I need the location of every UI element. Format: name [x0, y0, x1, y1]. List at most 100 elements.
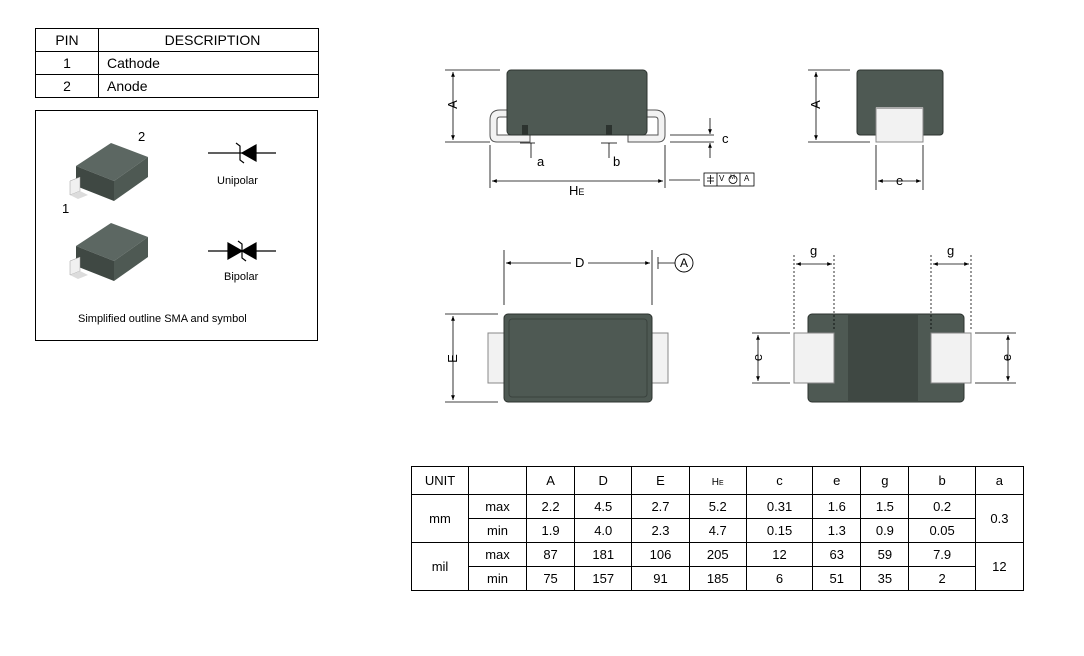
value-cell: 2.2 — [525, 494, 576, 519]
side-view-drawing — [445, 69, 755, 188]
dim-label-he: HE — [569, 183, 584, 198]
description-header: DESCRIPTION — [98, 28, 319, 52]
dim-label-D: D — [571, 255, 589, 270]
symbol-caption: Simplified outline SMA and symbol — [78, 313, 247, 325]
value-cell: 12 — [745, 542, 814, 567]
table-row: mil max 87 181 106 205 12 63 59 7.9 12 — [411, 542, 1025, 591]
end-view-drawing — [808, 69, 944, 190]
value-cell: 87 — [525, 542, 576, 567]
pin-2-label: 2 — [138, 129, 146, 144]
dim-label-e-right: e — [999, 353, 1015, 362]
value-cell: 205 — [688, 542, 747, 567]
col-header-g: g — [860, 466, 910, 495]
dimension-table-header: UNIT A D E HE c e g b a — [411, 466, 1025, 495]
a-value-cell: 0.3 — [974, 494, 1025, 543]
sma-package-3d-icon — [69, 223, 148, 281]
col-header-E: E — [631, 466, 690, 495]
bipolar-label: Bipolar — [224, 271, 259, 283]
limit-cell: max — [468, 542, 527, 567]
value-cell: 1.9 — [525, 518, 576, 543]
value-cell: 6 — [745, 566, 814, 591]
pin-table: PIN DESCRIPTION 1 Cathode 2 Anode — [35, 28, 319, 98]
dimension-table: UNIT A D E HE c e g b a mm max 2.2 4.5 2… — [411, 466, 1025, 591]
table-row: min 1.9 4.0 2.3 4.7 0.15 1.3 0.9 0.05 — [412, 518, 1024, 543]
value-cell: 1.6 — [812, 494, 862, 519]
col-header-e: e — [812, 466, 862, 495]
col-header-limit — [468, 466, 527, 495]
dim-label-g-right: g — [947, 243, 955, 258]
value-cell: 51 — [812, 566, 862, 591]
value-cell: 181 — [574, 542, 633, 567]
he-sub: E — [578, 187, 585, 197]
value-cell: 0.31 — [745, 494, 814, 519]
pin-1-label: 1 — [62, 201, 70, 216]
value-cell: 185 — [688, 566, 747, 591]
top-view-drawing — [445, 250, 694, 403]
value-cell: 2 — [908, 566, 976, 591]
value-cell: 0.2 — [908, 494, 976, 519]
dim-label-g-left: g — [810, 243, 818, 258]
table-row: 1 Cathode — [35, 51, 319, 75]
symbol-box: 2 1 Unipolar Bipolar Simplified outline … — [35, 110, 318, 341]
pin-description: Cathode — [98, 51, 319, 75]
table-row: 2 Anode — [35, 74, 319, 98]
a-value-cell: 12 — [974, 542, 1025, 591]
value-cell: 91 — [631, 566, 690, 591]
dim-label-a: a — [537, 154, 545, 169]
value-cell: 59 — [860, 542, 910, 567]
pin-table-header: PIN DESCRIPTION — [35, 28, 319, 52]
value-cell: 2.7 — [631, 494, 690, 519]
col-header-c: c — [745, 466, 814, 495]
limit-cell: min — [468, 566, 527, 591]
tolerance-v: V — [719, 174, 725, 183]
table-row: mm max 2.2 4.5 2.7 5.2 0.31 1.6 1.5 0.2 … — [411, 494, 1025, 543]
bipolar-diode-symbol-icon — [208, 240, 276, 262]
datum-A-label: A — [680, 256, 689, 270]
limit-cell: max — [468, 494, 527, 519]
tolerance-m: M — [730, 175, 735, 181]
dim-label-A-end: A — [807, 100, 823, 109]
value-cell: 7.9 — [908, 542, 976, 567]
dim-label-e-left: e — [750, 353, 766, 362]
dim-label-E: E — [444, 354, 460, 363]
value-cell: 75 — [525, 566, 576, 591]
unit-cell: mm — [411, 494, 469, 543]
tolerance-a: A — [744, 174, 750, 183]
value-cell: 5.2 — [688, 494, 747, 519]
value-cell: 157 — [574, 566, 633, 591]
he-main: H — [569, 183, 579, 198]
value-cell: 2.3 — [631, 518, 690, 543]
dim-label-b: b — [613, 154, 621, 169]
value-cell: 0.15 — [745, 518, 814, 543]
dim-label-c: c — [722, 131, 729, 146]
value-cell: 0.9 — [860, 518, 910, 543]
bottom-view-drawing — [752, 255, 1016, 403]
col-header-D: D — [574, 466, 633, 495]
value-cell: 63 — [812, 542, 862, 567]
package-symbols-illustration — [69, 142, 276, 281]
sma-package-3d-icon — [69, 143, 148, 201]
pin-description: Anode — [98, 74, 319, 98]
col-header-A: A — [525, 466, 576, 495]
col-header-unit: UNIT — [411, 466, 469, 495]
value-cell: 1.3 — [812, 518, 862, 543]
package-outline-drawings — [445, 69, 1016, 403]
limit-cell: min — [468, 518, 527, 543]
unipolar-label: Unipolar — [217, 175, 258, 187]
dim-label-A-side: A — [444, 100, 460, 109]
table-row: min 75 157 91 185 6 51 35 2 — [412, 566, 1024, 591]
col-header-b: b — [908, 466, 976, 495]
value-cell: 4.7 — [688, 518, 747, 543]
value-cell: 35 — [860, 566, 910, 591]
value-cell: 4.0 — [574, 518, 633, 543]
value-cell: 106 — [631, 542, 690, 567]
value-cell: 0.05 — [908, 518, 976, 543]
unit-cell: mil — [411, 542, 469, 591]
col-header-HE: HE — [688, 466, 747, 495]
dim-label-e-end: e — [896, 173, 904, 188]
value-cell: 4.5 — [574, 494, 633, 519]
value-cell: 1.5 — [860, 494, 910, 519]
col-header-a: a — [974, 466, 1025, 495]
he-main: H — [711, 477, 720, 488]
unipolar-diode-symbol-icon — [208, 142, 276, 164]
